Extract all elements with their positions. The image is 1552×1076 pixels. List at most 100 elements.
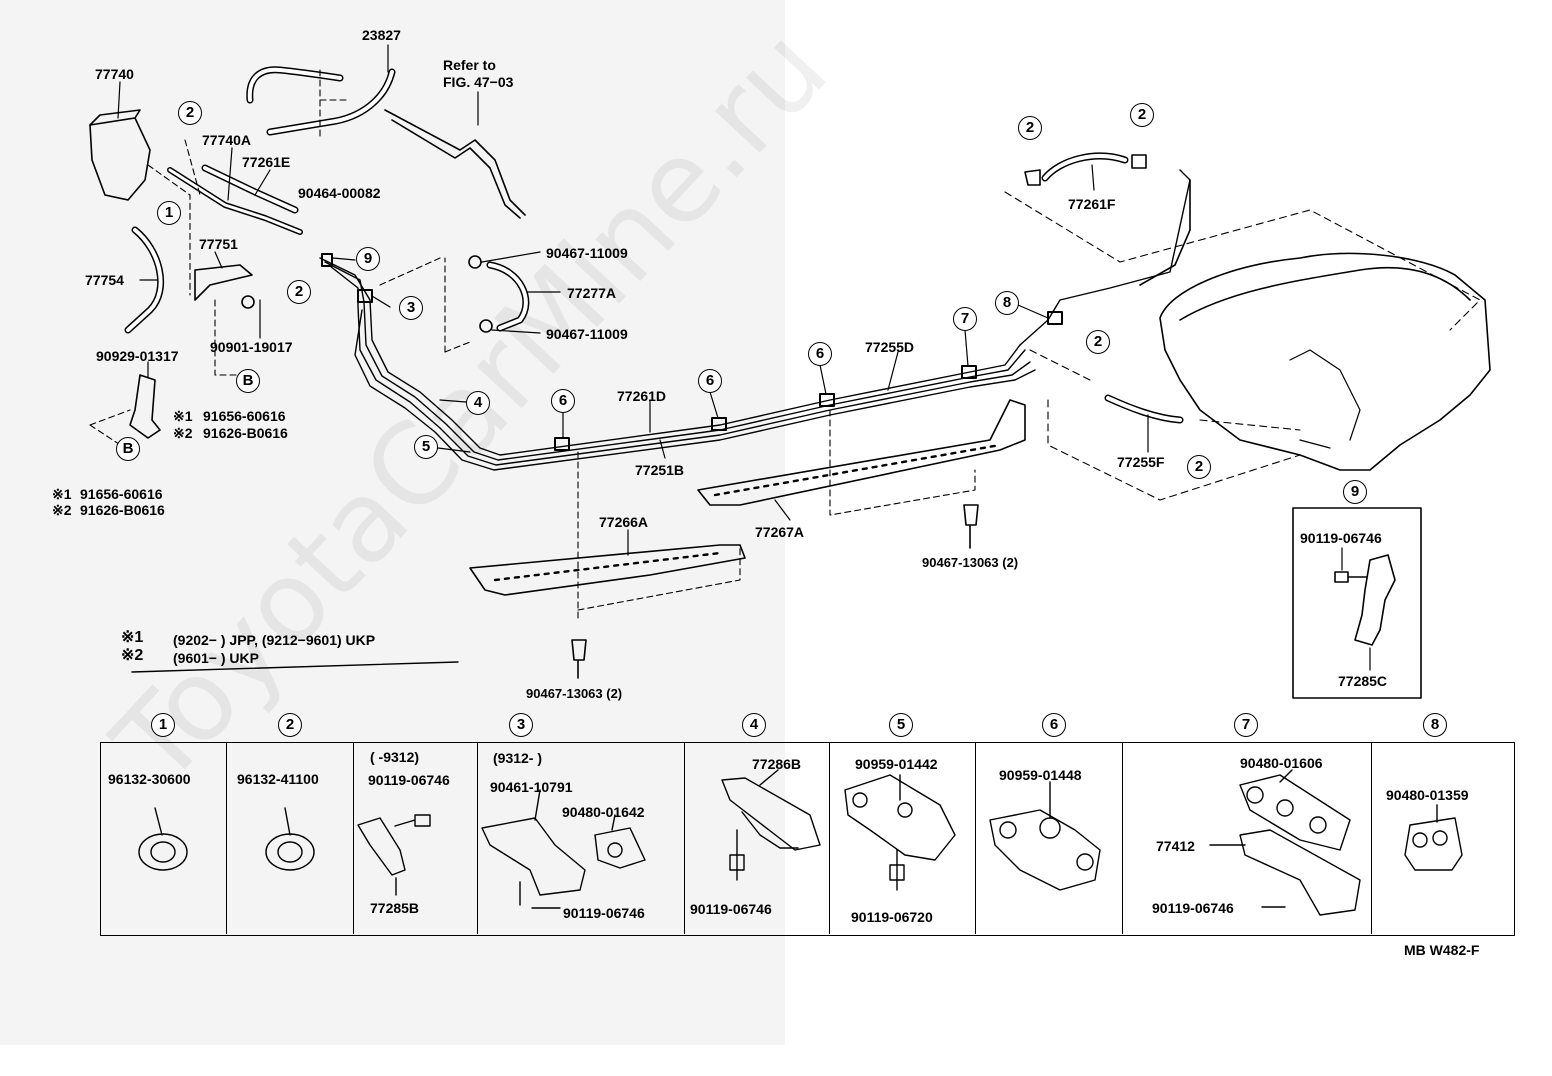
leader-77740 <box>117 81 121 119</box>
pipe-to-fig47 <box>384 109 526 216</box>
callout-2-c: 2 <box>1018 116 1042 140</box>
table-divider-3 <box>477 742 478 934</box>
label-77751: 77751 <box>199 236 238 252</box>
table-divider-5 <box>829 742 830 934</box>
legend-row1-mark: ※1 <box>121 629 144 646</box>
label-77266A: 77266A <box>599 514 649 530</box>
label-star2-b: ※2 <box>52 502 72 518</box>
dash-77261F <box>1004 191 1481 331</box>
callout-9-box: 9 <box>1343 480 1367 504</box>
clip-90467-bot <box>479 319 493 333</box>
label-77267A: 77267A <box>755 524 805 540</box>
label-77277A: 77277A <box>567 285 617 301</box>
line-clamps <box>321 253 1063 451</box>
table-divider-8 <box>1371 742 1372 934</box>
clip-90467-top <box>468 255 482 269</box>
table-col-5-num: 5 <box>889 713 913 737</box>
table-col-8-num: 8 <box>1423 713 1447 737</box>
dash-drop-b <box>829 409 976 516</box>
dash-77255F <box>1029 349 1301 501</box>
label-91626-B0616-b: 91626-B0616 <box>80 502 165 518</box>
table-part-77412: 77412 <box>1156 838 1195 854</box>
label-77261E: 77261E <box>242 154 291 170</box>
callout-9: 9 <box>356 247 380 271</box>
leader-77255D <box>887 351 899 391</box>
legend-row1-text: (9202− ) JPP, (9212−9601) UKP <box>173 632 376 648</box>
label-23827: 23827 <box>362 27 401 43</box>
leader-77251B <box>659 439 666 459</box>
label-90467-13063-a: 90467-13063 (2) <box>526 686 623 701</box>
table-col-2-num: 2 <box>278 713 302 737</box>
callout-2-b: 2 <box>287 280 311 304</box>
label-90929-01317: 90929-01317 <box>96 348 179 364</box>
bracket-90929 <box>129 374 161 439</box>
table-part-96132-30600: 96132-30600 <box>108 771 191 787</box>
table-part-77286B: 77286B <box>752 756 802 772</box>
label-77740A: 77740A <box>202 132 252 148</box>
callout-3: 3 <box>399 296 423 320</box>
bolt-90467-13063-b <box>963 504 979 549</box>
callout-1: 1 <box>157 201 181 225</box>
label-star1-b: ※1 <box>52 486 72 502</box>
protector-77266A-inner <box>493 551 722 582</box>
detail-table-frame <box>100 742 1515 936</box>
table-note-9312-end: ( -9312) <box>370 749 420 765</box>
label-77261D: 77261D <box>617 388 667 404</box>
canister-77740 <box>89 117 151 201</box>
callout-4: 4 <box>466 391 490 415</box>
marker-b-lower: B <box>116 437 140 461</box>
legend-row2-text: (9601− ) UKP <box>173 650 259 666</box>
leader-77751 <box>214 251 223 269</box>
table-part-77285B: 77285B <box>370 900 420 916</box>
callout-2-f: 2 <box>1187 455 1211 479</box>
bolt-90467-13063-a <box>571 639 587 679</box>
table-part-96132-41100: 96132-41100 <box>237 771 319 787</box>
table-col-1-num: 1 <box>151 713 175 737</box>
label-77285C: 77285C <box>1338 673 1388 689</box>
callout-6-a: 6 <box>551 389 575 413</box>
hose-77740A-inner <box>168 168 302 234</box>
table-divider-4 <box>684 742 685 934</box>
table-divider-7 <box>1122 742 1123 934</box>
callout-5: 5 <box>414 435 438 459</box>
callout-2-e: 2 <box>1086 330 1110 354</box>
protector-77266A <box>469 544 746 596</box>
label-star1-a: ※1 <box>173 408 193 424</box>
hose-77277A-inner <box>488 263 528 330</box>
label-star2-a: ※2 <box>173 425 193 441</box>
marker-b-upper: B <box>236 369 260 393</box>
table-divider-6 <box>975 742 976 934</box>
label-77754: 77754 <box>85 272 124 288</box>
label-77740: 77740 <box>95 66 134 82</box>
table-divider-1 <box>226 742 227 934</box>
hose-77255F-inner <box>1106 396 1182 422</box>
label-refer-to: Refer to <box>443 57 496 73</box>
table-divider-2 <box>353 742 354 934</box>
table-note-9312-start: (9312- ) <box>493 750 543 766</box>
bracket-77285C <box>1354 554 1396 646</box>
label-90467-11009-bot: 90467-11009 <box>546 326 628 342</box>
callout-2-d: 2 <box>1130 103 1154 127</box>
leader-90467-bot <box>491 329 541 334</box>
label-90464-00082: 90464-00082 <box>298 185 381 201</box>
dash-ref-d <box>444 257 471 353</box>
table-col-6-num: 6 <box>1042 713 1066 737</box>
table-part-90480-01606: 90480-01606 <box>1240 755 1323 771</box>
callout-7: 7 <box>953 307 977 331</box>
table-part-90959-01442: 90959-01442 <box>855 756 938 772</box>
box-9-frame <box>1292 507 1422 699</box>
clip-77261F-b <box>1131 154 1147 169</box>
callout-2-a: 2 <box>178 101 202 125</box>
dash-drop-a <box>577 451 741 621</box>
table-part-90480-01642: 90480-01642 <box>562 804 645 820</box>
hose-23827-b-inner <box>268 70 394 134</box>
callout-8: 8 <box>995 291 1019 315</box>
table-part-90119-06746-c7: 90119-06746 <box>1152 900 1234 916</box>
dash-ref-a <box>147 69 351 296</box>
leader-77261F <box>1091 164 1095 191</box>
label-77255F: 77255F <box>1117 454 1165 470</box>
protector-77267A <box>697 399 1026 506</box>
table-part-90119-06746-c3a: 90119-06746 <box>368 772 450 788</box>
